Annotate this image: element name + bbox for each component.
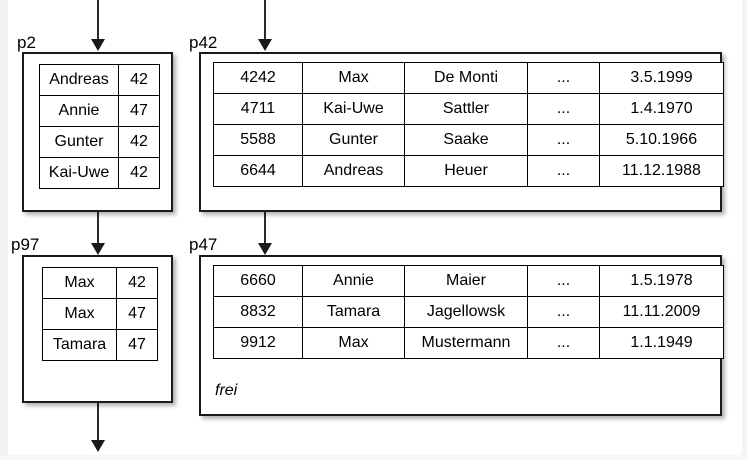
cell-more: ... (527, 93, 600, 125)
arrow-p97-out-head (91, 440, 105, 452)
cell-bucket: 47 (116, 298, 158, 330)
cell-id: 4711 (213, 93, 303, 125)
index-table-p2[interactable]: Andreas 42 Annie 47 Gunter 42 Kai-Uwe 42 (39, 64, 160, 189)
table-row[interactable]: 4711 Kai-Uwe Sattler ... 1.4.1970 (213, 93, 724, 125)
table-row[interactable]: Gunter 42 (39, 126, 160, 158)
cell-lastname: Saake (404, 124, 528, 156)
page-label-p47: p47 (189, 235, 218, 254)
cell-more: ... (527, 155, 600, 187)
page-edge-left (0, 0, 8, 460)
cell-id: 4242 (213, 62, 303, 94)
cell-firstname: Annie (302, 265, 405, 297)
page-edge-bottom (0, 455, 747, 460)
table-row[interactable]: 6660 Annie Maier ... 1.5.1978 (213, 265, 724, 297)
arrow-p97-out-shaft (97, 403, 99, 441)
cell-birthdate: 11.11.2009 (599, 296, 724, 328)
cell-name: Gunter (39, 126, 119, 158)
cell-id: 5588 (213, 124, 303, 156)
cell-lastname: Mustermann (404, 327, 528, 359)
cell-name: Andreas (39, 64, 119, 96)
arrow-into-p2-shaft (97, 0, 99, 41)
index-table-p97[interactable]: Max 42 Max 47 Tamara 47 (42, 267, 158, 361)
page-label-p42: p42 (189, 33, 218, 52)
table-row[interactable]: Kai-Uwe 42 (39, 157, 160, 189)
cell-id: 9912 (213, 327, 303, 359)
cell-firstname: Andreas (302, 155, 405, 187)
cell-birthdate: 1.5.1978 (599, 265, 724, 297)
cell-lastname: Jagellowsk (404, 296, 528, 328)
cell-name: Annie (39, 95, 119, 127)
arrow-p2-to-p97-head (91, 243, 105, 255)
arrow-into-p2-head (91, 39, 105, 51)
page-label-p2: p2 (17, 33, 36, 52)
table-row[interactable]: 5588 Gunter Saake ... 5.10.1966 (213, 124, 724, 156)
table-row[interactable]: Max 42 (42, 267, 158, 299)
arrow-into-p42-head (258, 39, 272, 51)
cell-firstname: Max (302, 62, 405, 94)
page-label-p97: p97 (11, 235, 40, 254)
arrow-p42-to-p47-head (258, 243, 272, 255)
cell-more: ... (527, 327, 600, 359)
cell-bucket: 42 (118, 157, 160, 189)
cell-bucket: 47 (118, 95, 160, 127)
table-row[interactable]: Andreas 42 (39, 64, 160, 96)
table-row[interactable]: Annie 47 (39, 95, 160, 127)
data-table-p47[interactable]: 6660 Annie Maier ... 1.5.1978 8832 Tamar… (213, 265, 724, 359)
cell-birthdate: 1.1.1949 (599, 327, 724, 359)
data-table-p42[interactable]: 4242 Max De Monti ... 3.5.1999 4711 Kai-… (213, 62, 724, 187)
cell-birthdate: 3.5.1999 (599, 62, 724, 94)
cell-firstname: Max (302, 327, 405, 359)
cell-birthdate: 11.12.1988 (599, 155, 724, 187)
page-edge-right (742, 0, 747, 460)
cell-bucket: 42 (116, 267, 158, 299)
cell-more: ... (527, 124, 600, 156)
cell-bucket: 42 (118, 64, 160, 96)
cell-lastname: Heuer (404, 155, 528, 187)
cell-firstname: Kai-Uwe (302, 93, 405, 125)
cell-birthdate: 5.10.1966 (599, 124, 724, 156)
cell-id: 8832 (213, 296, 303, 328)
table-row[interactable]: 8832 Tamara Jagellowsk ... 11.11.2009 (213, 296, 724, 328)
arrow-p2-to-p97-shaft (97, 212, 99, 244)
table-row[interactable]: Tamara 47 (42, 329, 158, 361)
free-space-label-p47: frei (215, 382, 238, 399)
cell-name: Max (42, 267, 117, 299)
cell-more: ... (527, 296, 600, 328)
arrow-into-p42-shaft (264, 0, 266, 41)
table-row[interactable]: 9912 Max Mustermann ... 1.1.1949 (213, 327, 724, 359)
cell-name: Max (42, 298, 117, 330)
cell-more: ... (527, 265, 600, 297)
table-row[interactable]: Max 47 (42, 298, 158, 330)
cell-birthdate: 1.4.1970 (599, 93, 724, 125)
cell-bucket: 47 (116, 329, 158, 361)
cell-more: ... (527, 62, 600, 94)
cell-name: Tamara (42, 329, 117, 361)
cell-bucket: 42 (118, 126, 160, 158)
cell-lastname: Sattler (404, 93, 528, 125)
cell-name: Kai-Uwe (39, 157, 119, 189)
cell-firstname: Tamara (302, 296, 405, 328)
cell-id: 6660 (213, 265, 303, 297)
table-row[interactable]: 4242 Max De Monti ... 3.5.1999 (213, 62, 724, 94)
table-row[interactable]: 6644 Andreas Heuer ... 11.12.1988 (213, 155, 724, 187)
cell-lastname: Maier (404, 265, 528, 297)
cell-id: 6644 (213, 155, 303, 187)
cell-lastname: De Monti (404, 62, 528, 94)
cell-firstname: Gunter (302, 124, 405, 156)
arrow-p42-to-p47-shaft (264, 212, 266, 244)
